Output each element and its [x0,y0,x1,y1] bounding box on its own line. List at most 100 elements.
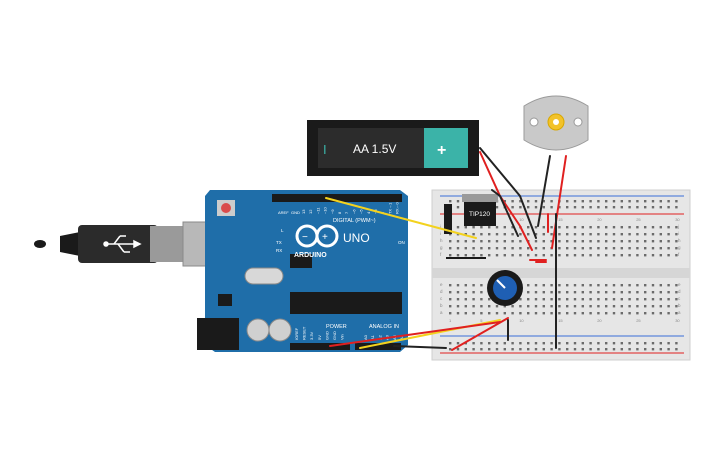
tip120-transistor[interactable] [444,194,498,234]
power-pin-label: Vin [340,334,345,340]
column-number: 30 [675,318,680,323]
column-number: 10 [519,217,524,222]
wire-red-battery [479,151,533,251]
svg-text:+: + [322,232,328,243]
digital-pin-label: 8 [337,211,342,214]
digital-pin-label: 12 [308,209,313,214]
digital-pin-label: 13 [301,209,306,214]
row-letter: g [440,245,443,250]
power-pin-label: GND [332,331,337,340]
row-letter: b [678,303,681,308]
atmega-chip [290,292,402,314]
digital-label: DIGITAL (PWM~) [333,218,376,224]
column-number: 10 [519,318,524,323]
wires [325,147,567,351]
capacitor [246,318,270,342]
wire-black-gnd [393,345,447,349]
wire-red-motor [551,155,567,249]
transistor-label: TIP120 [469,211,490,218]
row-letter: h [440,238,443,243]
power-pin-label: IOREF [294,327,299,340]
digital-header [272,194,402,202]
row-letter: e [440,282,443,287]
analog-pin-label: A1 [370,334,375,340]
analog-in-label: ANALOG IN [369,324,399,330]
arduino-board[interactable]: − + [197,190,408,352]
battery-plus-label: + [437,142,446,159]
row-letter: d [440,289,443,294]
power-jack[interactable] [197,318,239,350]
analog-pin-label: A5 [399,334,404,340]
column-number: 15 [558,318,563,323]
digital-pin-label: ~5 [359,209,364,214]
row-letter: d [678,289,681,294]
column-number: 30 [675,217,680,222]
column-number: 20 [597,217,602,222]
row-letter: c [678,296,681,301]
column-number: 25 [636,217,641,222]
row-letter: h [678,238,681,243]
row-letter: j [677,224,679,229]
analog-header [355,343,401,350]
arduino-logo: − + [295,224,339,248]
row-letter: a [678,310,681,315]
digital-pin-label: ~9 [330,209,335,214]
column-number: 20 [597,318,602,323]
digital-pin-label: 7 [344,211,349,214]
gnd-label: GND [291,210,300,215]
battery-label: AA 1.5V [353,142,396,156]
l-label: L [281,228,284,233]
column-number: 1 [449,318,452,323]
rx-label: RX [276,248,282,253]
digital-pin-label: ~10 [323,206,328,214]
row-letter: c [440,296,443,301]
wire-black-transistor [491,189,519,237]
aref-label: AREF [278,210,289,215]
wire-red-5v [329,321,501,347]
wire-black-battery [479,147,537,239]
tx-label: TX [276,240,282,245]
arduino-brand-label: ARDUINO [294,252,327,259]
power-pin-label: RESET [302,326,307,340]
column-number: 25 [636,318,641,323]
row-letter: a [440,310,443,315]
arduino-model-label: UNO [343,231,370,245]
row-letter: f [440,252,442,257]
battery-aa[interactable] [307,120,479,176]
digital-pin-label: RX←0 [395,201,400,214]
usb-icon [103,235,142,253]
digital-pin-label: ~6 [351,209,356,214]
svg-text:−: − [302,232,308,243]
column-number: 5 [480,318,483,323]
on-label: ON [398,240,405,245]
digital-pin-label: TX→1 [387,202,392,214]
wire-yellow-digital [325,197,477,239]
row-letter: g [678,245,681,250]
crystal-oscillator [244,267,284,285]
dc-motor[interactable] [523,95,589,151]
capacitor [268,318,292,342]
potentiometer[interactable] [487,270,523,306]
analog-pin-label: A2 [377,334,382,340]
column-number: 15 [558,217,563,222]
power-pin-label: GND [324,331,329,340]
row-letter: j [439,224,441,229]
power-pin-label: 3.3V [309,331,314,340]
row-letter: e [678,282,681,287]
battery-minus-label: I [323,142,327,157]
digital-pin-label: 4 [366,211,371,214]
row-letter: b [440,303,443,308]
power-header [290,343,350,350]
row-letter: i [678,231,679,236]
row-letter: f [678,252,680,257]
analog-pin-label: A0 [363,334,368,340]
digital-pin-label: ~11 [315,207,320,214]
power-label: POWER [326,324,347,330]
row-letter: i [440,231,441,236]
wire-red-bottom [451,317,509,351]
power-pin-label: 5V [317,335,322,340]
wire-black-motor [537,155,551,227]
